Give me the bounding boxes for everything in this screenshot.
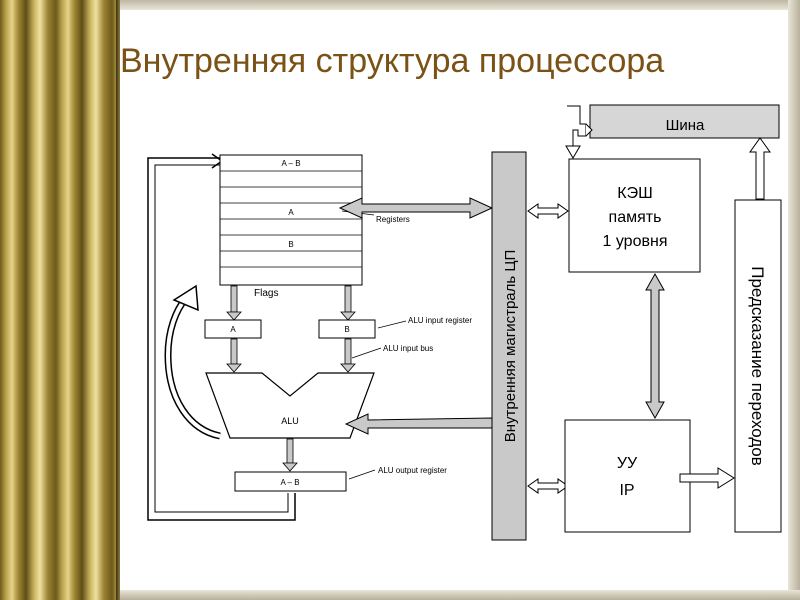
registers-label: Registers bbox=[376, 215, 410, 224]
alu-to-output-arrow bbox=[282, 438, 298, 472]
branch-prediction-to-bus-arrow bbox=[749, 137, 771, 200]
curved-feedback-arrow bbox=[164, 284, 221, 440]
bus-to-alu-arrow bbox=[344, 413, 493, 435]
branch-prediction-unit bbox=[734, 199, 782, 533]
bus-control-unit-double-arrow bbox=[527, 478, 569, 494]
alu-output-register bbox=[234, 471, 347, 492]
cache-control-unit-double-arrow bbox=[645, 272, 665, 420]
control-unit-to-branch-prediction-arrow bbox=[679, 467, 735, 489]
decorative-right-strip bbox=[788, 0, 800, 600]
register-row-b: B bbox=[288, 240, 293, 249]
decorative-top-strip bbox=[120, 0, 800, 10]
alu-input-bus-label: ALU input bus bbox=[383, 344, 433, 353]
alu-input-bus-pointer bbox=[351, 347, 382, 359]
register-to-alu-input-arrows bbox=[226, 285, 356, 321]
l1-cache-line-1: КЭШ bbox=[617, 185, 652, 202]
alu-input-register-pointer bbox=[377, 320, 407, 329]
register-row-a-minus-b: A – B bbox=[281, 159, 300, 168]
control-unit-line-2: IP bbox=[619, 482, 634, 499]
alu-output-register-label: ALU output register bbox=[378, 466, 447, 475]
register-row-a: A bbox=[288, 208, 294, 217]
l1-cache-line-3: 1 уровня bbox=[603, 233, 668, 250]
branch-prediction-label: Предсказание переходов bbox=[748, 266, 767, 466]
alu-input-register-label: ALU input register bbox=[408, 316, 472, 325]
internal-cpu-bus bbox=[491, 151, 527, 541]
alu-unit bbox=[205, 372, 375, 439]
alu-input-register-b bbox=[318, 319, 376, 339]
control-unit-line-1: УУ bbox=[617, 455, 638, 472]
bus-cache-double-arrow bbox=[527, 203, 569, 219]
alu-input-bus-arrows bbox=[226, 338, 356, 373]
alu-output-register-value: A – B bbox=[280, 478, 299, 487]
system-bus-label: Шина bbox=[666, 117, 705, 134]
alu-input-register-a bbox=[204, 319, 262, 339]
cache-bus-connector bbox=[565, 105, 593, 159]
l1-cache-line-2: память bbox=[609, 209, 662, 226]
alu-output-register-pointer bbox=[348, 469, 376, 480]
l1-cache bbox=[568, 158, 701, 273]
system-bus bbox=[589, 104, 780, 139]
register-file: A – B A B bbox=[219, 154, 363, 286]
internal-cpu-bus-label: Внутренняя магистраль ЦП bbox=[502, 250, 519, 443]
decorative-bottom-strip bbox=[120, 590, 800, 600]
slide-title: Внутренняя структура процессора bbox=[120, 42, 665, 80]
flags-label: Flags bbox=[254, 288, 278, 299]
alu-input-register-a-label: A bbox=[230, 325, 236, 334]
alu-input-register-b-label: B bbox=[344, 325, 349, 334]
decorative-left-rail bbox=[0, 0, 120, 600]
alu-label: ALU bbox=[281, 416, 299, 426]
registers-bus-double-arrow bbox=[338, 197, 494, 219]
control-unit bbox=[564, 419, 691, 533]
